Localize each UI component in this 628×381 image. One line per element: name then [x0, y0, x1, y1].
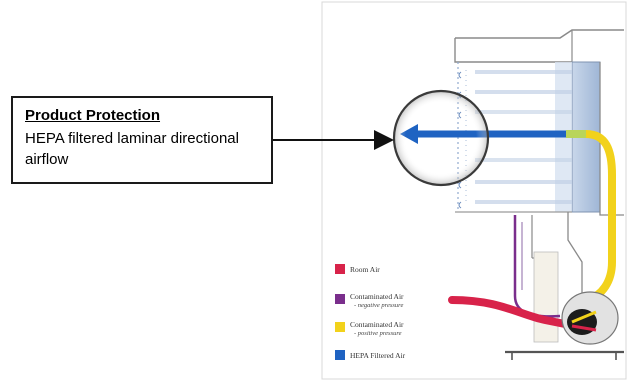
exhaust-duct [533, 251, 559, 343]
legend-label-hepa-air: HEPA Filtered Air [350, 351, 406, 360]
legend-label-positive-pressure: Contaminated Air [350, 320, 404, 329]
legend-sublabel-negative-pressure: - negative pressure [354, 302, 403, 309]
legend-swatch-negative-pressure [335, 294, 345, 304]
product-protection-callout: Product Protection HEPA filtered laminar… [11, 96, 273, 184]
highlight-circle [392, 89, 490, 187]
cabinet-top-inner [454, 38, 572, 63]
legend-label-room-air: Room Air [350, 265, 380, 274]
room-air-intake [448, 296, 574, 329]
legend-swatch-positive-pressure [335, 322, 345, 332]
laminar-airflow-lines [457, 62, 572, 212]
callout-title: Product Protection [25, 107, 161, 124]
cabinet-lower-body [567, 212, 583, 300]
legend-swatch-room-air [335, 264, 345, 274]
callout-body: HEPA filtered laminar directional airflo… [25, 130, 239, 168]
blower-motor [561, 291, 619, 345]
legend-label-negative-pressure: Contaminated Air [350, 292, 404, 301]
legend-swatch-hepa-air [335, 350, 345, 360]
legend: Room Air Contaminated Air - negative pre… [335, 264, 406, 360]
legend-sublabel-positive-pressure: - positive pressure [354, 330, 402, 337]
cabinet-top-outline [455, 29, 624, 39]
